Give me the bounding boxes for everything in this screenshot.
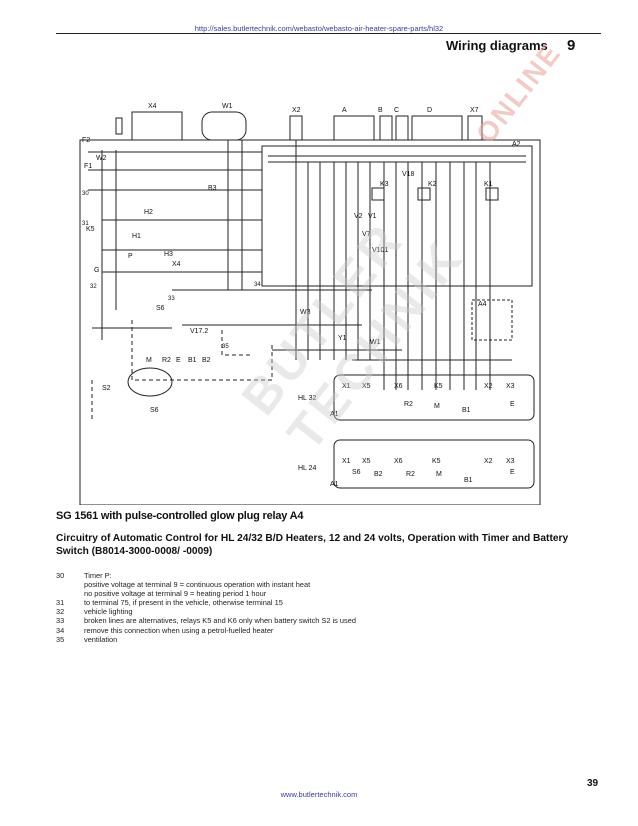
page-number: 39 xyxy=(587,778,599,789)
label-f2: F2 xyxy=(82,137,90,144)
wiring-diagram: X4 W1 X2 A B C D X7 F2 W2 F1 H2 H1 K5 B3… xyxy=(79,103,541,505)
hl24-name: HL 24 xyxy=(298,465,317,472)
label-x4: X4 xyxy=(148,103,157,110)
page-header-title: Wiring diagrams xyxy=(446,38,548,53)
hl32-x5: X5 xyxy=(362,383,371,390)
legend-item: positive voltage at terminal 9 = continu… xyxy=(84,580,311,590)
label-s6-low: S6 xyxy=(150,407,159,414)
hl24-k5: K5 xyxy=(432,458,441,465)
hl24-r2: R2 xyxy=(406,471,415,478)
label-r2: R2 xyxy=(162,357,171,364)
label-d: D xyxy=(427,107,432,114)
terminal-32: 32 xyxy=(90,284,97,290)
label-p: P xyxy=(128,253,133,260)
label-v17-2: V17.2 xyxy=(190,328,208,335)
label-e: E xyxy=(176,357,181,364)
label-a4: A4 xyxy=(478,301,487,308)
label-v18: V18 xyxy=(402,171,415,178)
hl24-x5: X5 xyxy=(362,458,371,465)
hl24-m: M xyxy=(436,471,442,478)
diagram-caption: SG 1561 with pulse-controlled glow plug … xyxy=(56,510,304,522)
hl24-e: E xyxy=(510,469,515,476)
hl32-x6: X6 xyxy=(394,383,403,390)
section-heading: Circuitry of Automatic Control for HL 24… xyxy=(56,533,569,557)
hl24-x1: X1 xyxy=(342,458,351,465)
hl24-b2: B2 xyxy=(374,471,383,478)
label-w1: W1 xyxy=(222,103,233,110)
label-w3: W3 xyxy=(300,309,311,316)
hl24-x6: X6 xyxy=(394,458,403,465)
label-c: C xyxy=(394,107,399,114)
label-k2: K2 xyxy=(428,181,437,188)
label-m: M xyxy=(146,357,152,364)
label-x4b: X4 xyxy=(172,261,181,268)
hl32-e: E xyxy=(510,401,515,408)
hl24-x2: X2 xyxy=(484,458,493,465)
hl24-x3: X3 xyxy=(506,458,515,465)
label-b1: B1 xyxy=(188,357,197,364)
hl24-s6: S6 xyxy=(352,469,361,476)
label-k5: K5 xyxy=(86,226,95,233)
label-s6: S6 xyxy=(156,305,165,312)
hl24-a1: A1 xyxy=(330,481,339,488)
terminal-31: 31 xyxy=(82,221,89,227)
terminal-30: 30 xyxy=(82,191,89,197)
label-g: G xyxy=(94,267,99,274)
source-url-top[interactable]: http://sales.butlertechnik.com/webasto/w… xyxy=(194,24,444,33)
label-w2: W2 xyxy=(96,155,107,162)
label-k1: K1 xyxy=(484,181,493,188)
hl24-b1: B1 xyxy=(464,477,473,484)
hl32-x1: X1 xyxy=(342,383,351,390)
label-x2: X2 xyxy=(292,107,301,114)
label-b3: B3 xyxy=(208,185,217,192)
hl32-a1: A1 xyxy=(330,411,339,418)
terminal-34: 34 xyxy=(254,282,261,288)
hl32-b1: B1 xyxy=(462,407,471,414)
label-v7: V7 xyxy=(362,231,371,238)
label-b: B xyxy=(378,107,383,114)
label-h3: H3 xyxy=(164,251,173,258)
label-a: A xyxy=(342,107,347,114)
terminal-33: 33 xyxy=(168,296,175,302)
hl32-x2: X2 xyxy=(484,383,493,390)
label-x7: X7 xyxy=(470,107,479,114)
label-v1: V1 xyxy=(368,213,377,220)
hl32-m: M xyxy=(434,403,440,410)
label-f1: F1 xyxy=(84,163,92,170)
hl32-x3: X3 xyxy=(506,383,515,390)
source-url-bottom[interactable]: www.butlertechnik.com xyxy=(280,790,358,799)
legend-item: no positive voltage at terminal 9 = heat… xyxy=(84,589,267,599)
label-y1: Y1 xyxy=(338,335,347,342)
label-h1: H1 xyxy=(132,233,141,240)
header-rule xyxy=(56,33,601,34)
label-w1-low: W1 xyxy=(370,339,381,346)
label-a2: A2 xyxy=(512,141,521,148)
chapter-number: 9 xyxy=(567,37,576,54)
label-h2: H2 xyxy=(144,209,153,216)
hl32-name: HL 32 xyxy=(298,395,317,402)
label-k3: K3 xyxy=(380,181,389,188)
label-v2: V2 xyxy=(354,213,363,220)
terminal-35: 35 xyxy=(222,344,229,350)
label-b2: B2 xyxy=(202,357,211,364)
hl32-k5: K5 xyxy=(434,383,443,390)
hl32-r2: R2 xyxy=(404,401,413,408)
label-s2: S2 xyxy=(102,385,111,392)
label-v101: V101 xyxy=(372,247,388,254)
